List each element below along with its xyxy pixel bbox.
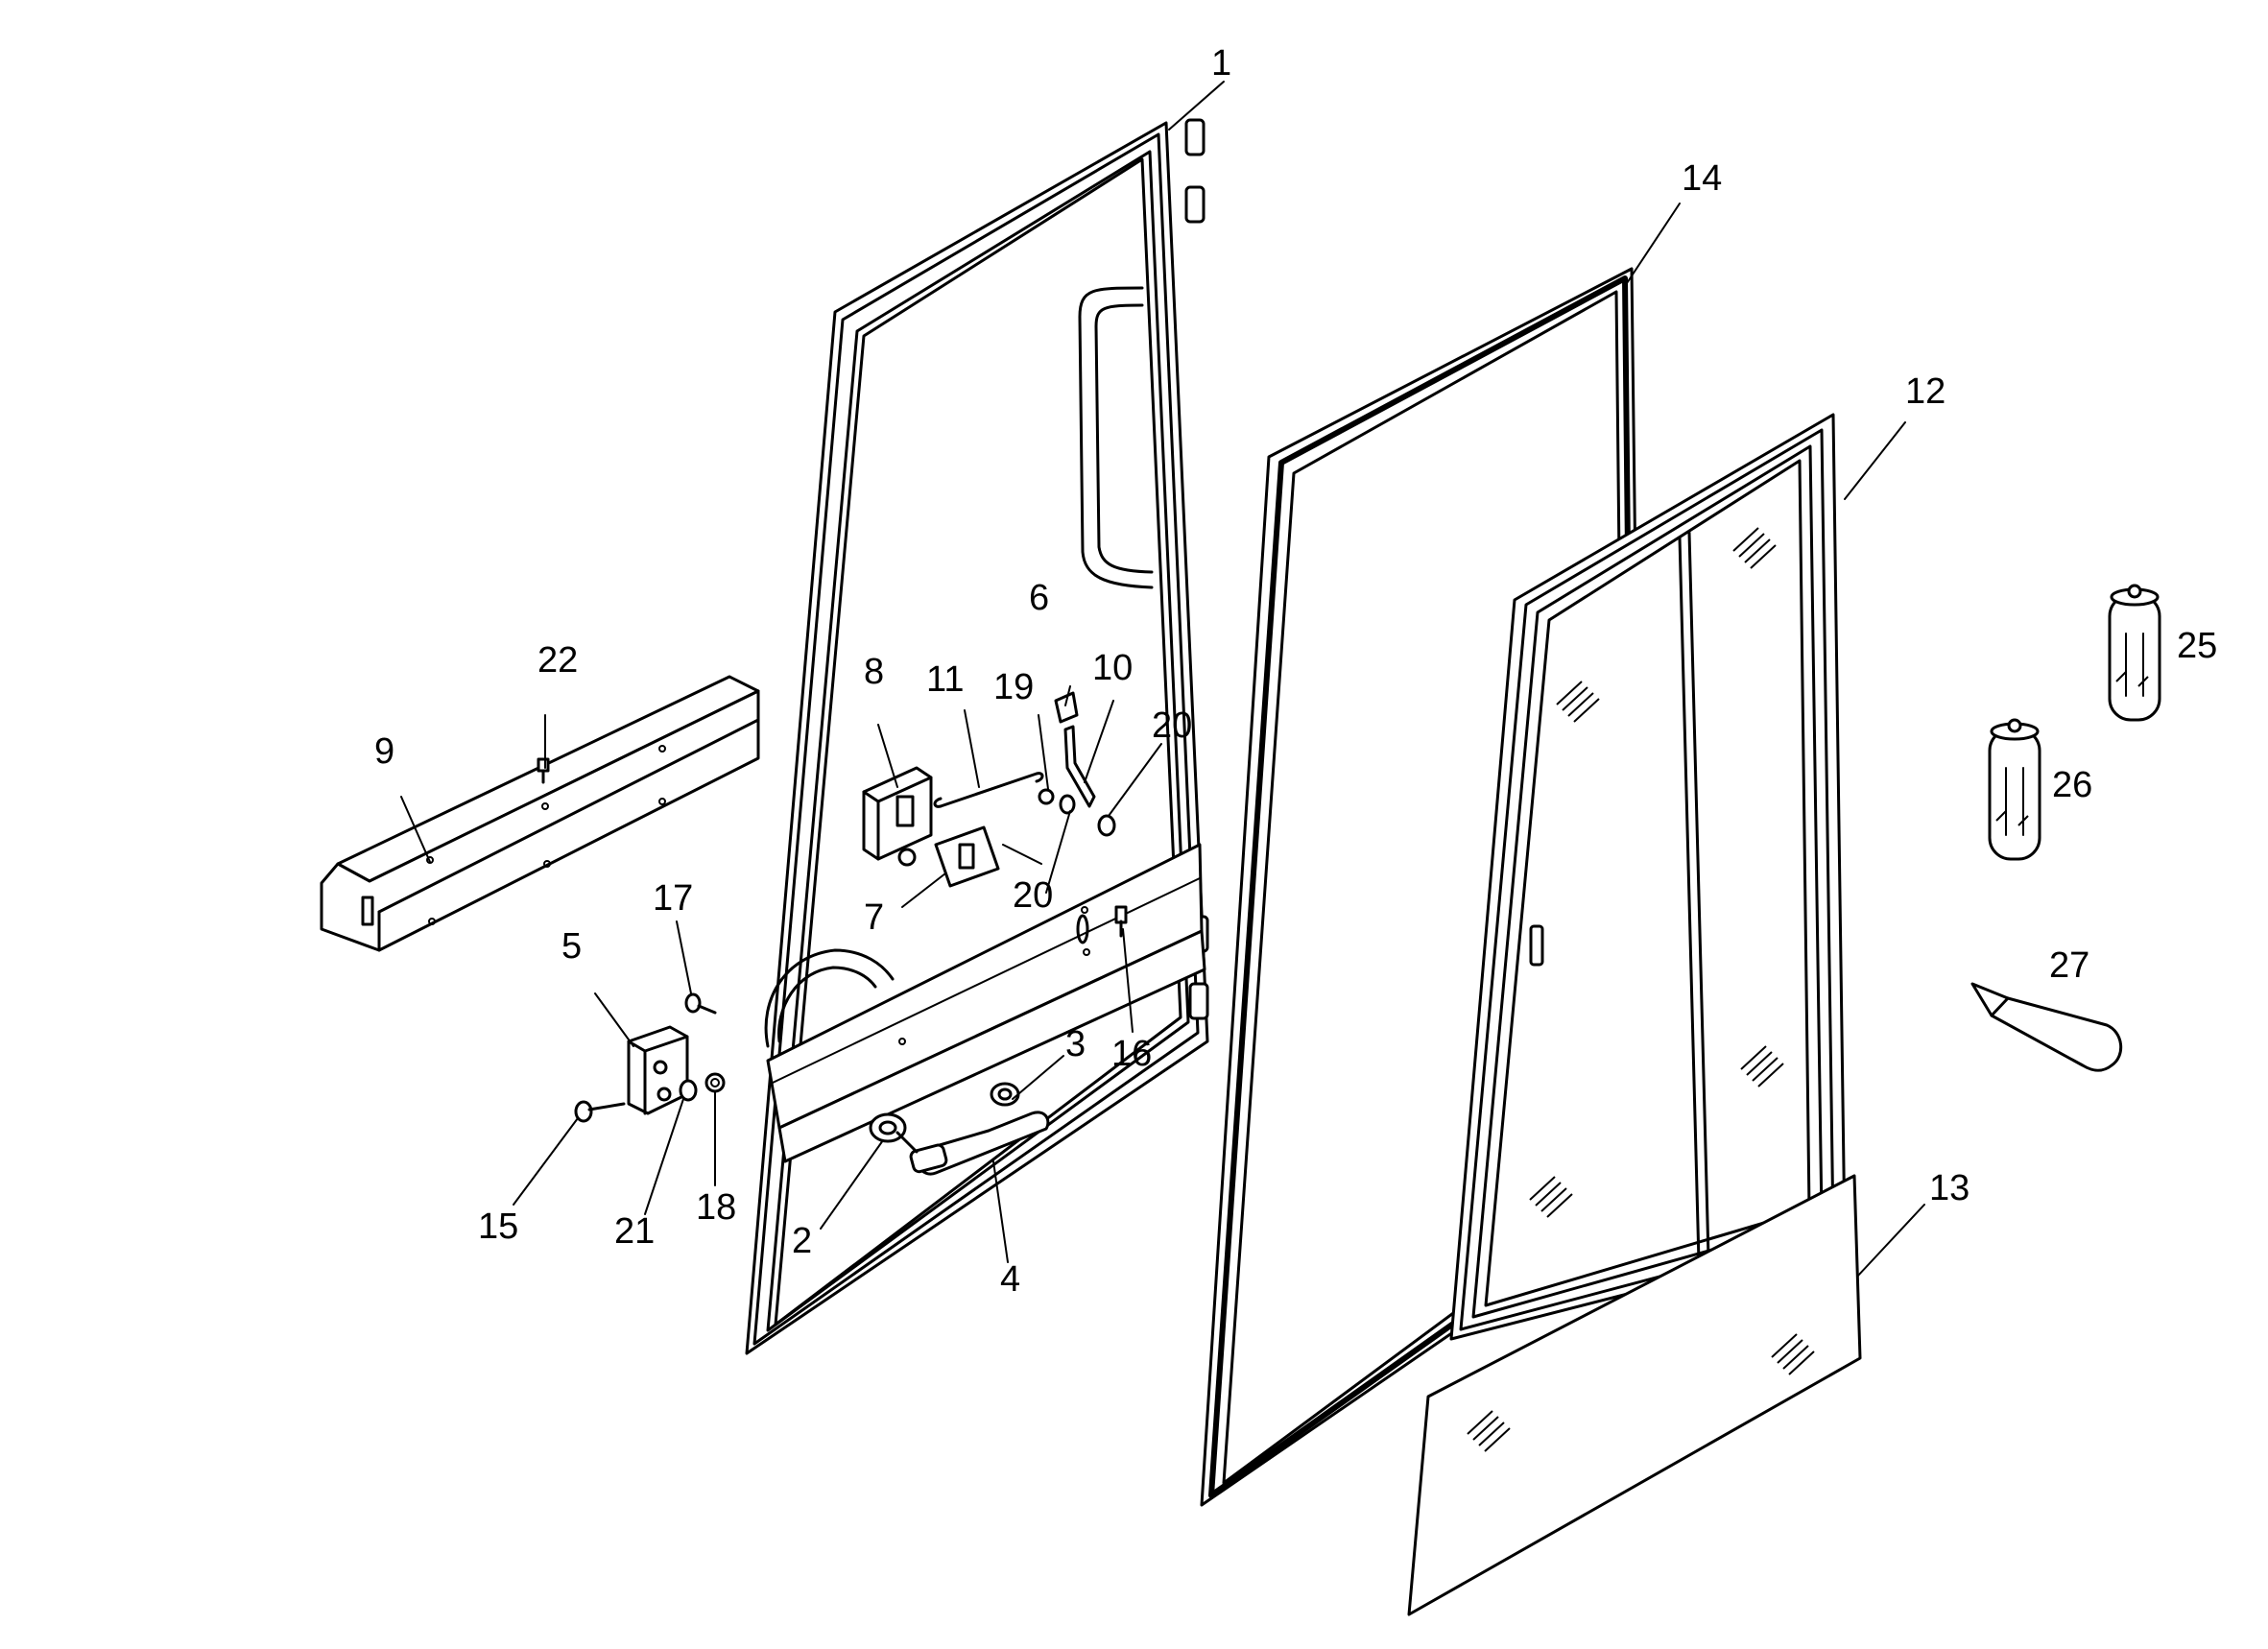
callout-25: 25: [2177, 626, 2217, 666]
adhesive-tube-27: [1970, 982, 2122, 1072]
callout-4: 4: [1000, 1259, 1020, 1300]
rod-11: [933, 772, 1044, 808]
callout-26: 26: [2052, 765, 2092, 805]
nut-19: [1038, 788, 1055, 805]
callout-19: 19: [993, 667, 1034, 707]
callout-9: 9: [374, 731, 394, 772]
leader-lines: [400, 81, 1925, 1278]
callout-14: 14: [1682, 158, 1722, 199]
callout-22: 22: [537, 640, 578, 681]
callout-16: 16: [1111, 1034, 1152, 1074]
callout-5: 5: [561, 926, 582, 967]
callout-3: 3: [1065, 1024, 1086, 1064]
lock-bracket: [320, 675, 760, 952]
callout-2: 2: [792, 1221, 812, 1261]
washer-20a: [1059, 794, 1076, 815]
window-frame: [1449, 413, 1847, 1341]
screw-15: [574, 1100, 626, 1123]
cartridge-25: [2108, 584, 2161, 722]
lock-plate-7: [897, 825, 1000, 888]
callout-21: 21: [614, 1211, 655, 1252]
washer-21: [679, 1079, 698, 1102]
lower-glass: [1407, 1174, 1862, 1616]
glass-hatches: [1467, 527, 2149, 1452]
callout-7: 7: [864, 897, 884, 938]
screw-17: [684, 992, 717, 1015]
callout-18: 18: [696, 1187, 736, 1228]
callout-1: 1: [1211, 43, 1231, 84]
lever-10: [1063, 725, 1096, 808]
callout-13: 13: [1929, 1168, 1970, 1208]
screw-16: [1114, 905, 1128, 938]
door-frame: [745, 118, 1209, 1355]
handle-4: [895, 1111, 1050, 1176]
lock-housing-8: [862, 766, 933, 861]
callout-27: 27: [2049, 945, 2089, 986]
cartridge-26: [1988, 718, 2041, 861]
callout-12: 12: [1905, 371, 1946, 412]
callout-8: 8: [864, 652, 884, 692]
callout-11: 11: [926, 659, 964, 700]
callout-17: 17: [653, 878, 693, 919]
washer-20b: [1097, 814, 1116, 837]
striker-5: [627, 1025, 689, 1115]
screw-22: [537, 757, 550, 784]
nut-18: [704, 1072, 726, 1093]
callout-15: 15: [478, 1207, 518, 1247]
callout-20-lower: 20: [1013, 875, 1053, 916]
callout-labels: 1 2 3 4 5 6 7 8 9 10 11 12 13 14 15 16 1…: [374, 43, 2217, 1300]
callout-10: 10: [1092, 648, 1133, 688]
rosette-2: [869, 1112, 907, 1143]
callout-6: 6: [1029, 578, 1049, 618]
rosette-3: [990, 1082, 1020, 1107]
callout-20-upper: 20: [1152, 705, 1192, 746]
